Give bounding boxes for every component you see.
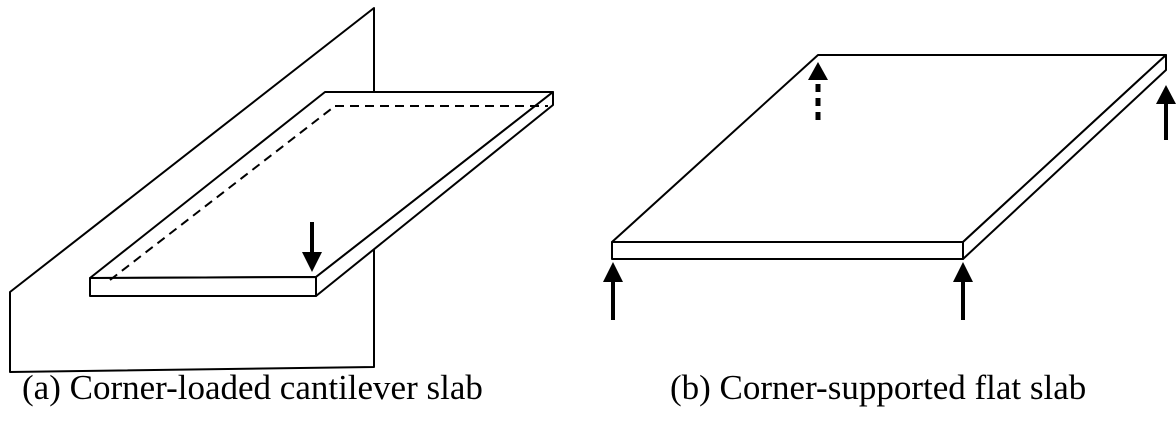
hidden-support-arrow-dotted [808,62,828,120]
caption-panel-b: (b) Corner-supported flat slab [670,368,1087,407]
panel-b-diagram [603,54,1176,320]
slab-front-face [89,276,317,297]
caption-panel-a: (a) Corner-loaded cantilever slab [22,368,483,407]
cantilever-slab [89,91,554,297]
panel-a-diagram [9,7,554,373]
corner-load-arrow [302,222,322,272]
embedded-edge-dashed [109,105,548,281]
support-arrow-front-left [603,262,623,320]
flat-slab [611,54,1167,260]
flat-slab-front-face [611,241,964,260]
support-arrow-back-right [1156,85,1176,140]
support-arrow-front-right [953,262,973,320]
